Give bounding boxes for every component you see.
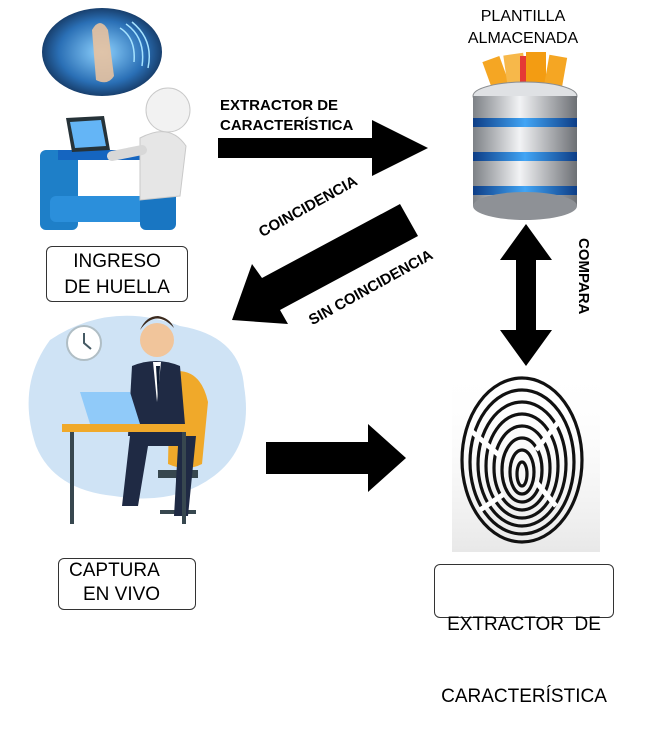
box-feature-extractor: EXTRACTOR DE CARACTERÍSTICA	[434, 564, 614, 707]
arrow-to-extractor	[266, 424, 406, 492]
stored-template-title: PLANTILLA ALMACENADA	[467, 8, 579, 47]
clock-icon	[66, 325, 102, 361]
person-at-computer-icon	[40, 87, 191, 230]
fingerprint-icon	[452, 366, 600, 552]
feature-extractor-arrow-label: EXTRACTOR DE CARACTERÍSTICA	[220, 97, 354, 134]
compare-double-arrow	[500, 224, 552, 366]
arrow-to-database	[218, 120, 428, 176]
businessman-at-desk-icon	[28, 315, 247, 524]
fingerprint-scan-icon	[42, 8, 162, 96]
compare-label: COMPARA	[575, 238, 592, 315]
database-icon	[472, 52, 578, 220]
arrow-to-capture	[232, 204, 418, 324]
diagram-canvas	[28, 8, 600, 552]
box-live-capture: CAPTURA EN VIVO	[58, 558, 196, 610]
box-fingerprint-input: INGRESO DE HUELLA	[46, 246, 188, 302]
